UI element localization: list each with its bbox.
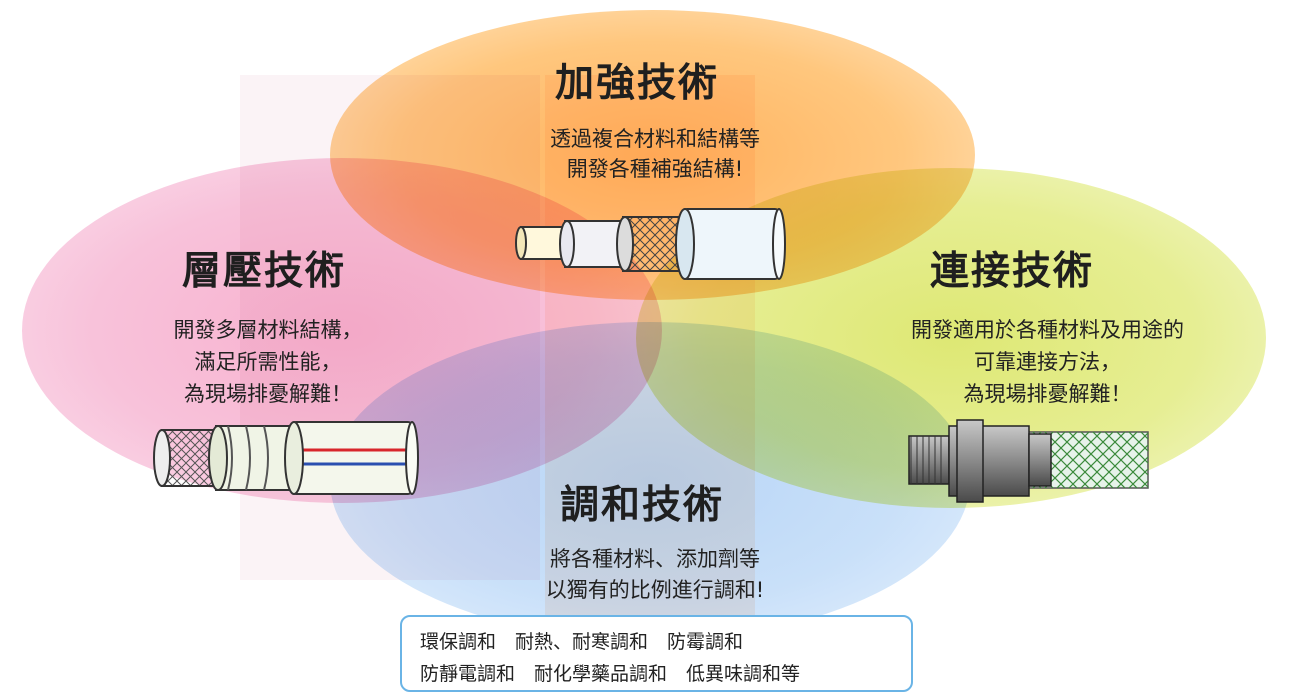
multilayer-hose-icon — [153, 421, 419, 495]
lamination-line-2: 滿足所需性能， — [194, 350, 342, 374]
reinforcement-line-2: 開發各種補強結構! — [566, 157, 744, 181]
reinforcement-title: 加強技術 — [555, 61, 720, 106]
lamination-line-1: 開發多層材料結構， — [173, 318, 363, 342]
reinforced-hose-icon — [515, 208, 786, 280]
lamination-title: 層壓技術 — [182, 249, 347, 294]
hose-fitting-icon — [908, 419, 1149, 503]
connection-line-1: 開發適用於各種材料及用途的 — [911, 318, 1184, 342]
lamination-line-3: 為現場排憂解難！ — [184, 382, 352, 406]
reinforcement-line-1: 透過複合材料和結構等 — [550, 127, 760, 151]
compounding-line-1: 將各種材料、添加劑等 — [550, 547, 760, 571]
connection-line-2: 可靠連接方法， — [974, 350, 1121, 374]
examples-line-2: 防靜電調和 耐化學藥品調和 低異味調和等 — [420, 663, 801, 685]
connection-line-3: 為現場排憂解難！ — [963, 382, 1132, 406]
compounding-examples-box: 環保調和 耐熱、耐寒調和 防霉調和 防靜電調和 耐化學藥品調和 低異味調和等 — [400, 615, 913, 692]
connection-title: 連接技術 — [930, 249, 1095, 294]
compounding-line-2: 以獨有的比例進行調和! — [545, 578, 765, 602]
examples-line-1: 環保調和 耐熱、耐寒調和 防霉調和 — [420, 631, 744, 653]
compounding-ellipse — [330, 322, 970, 640]
compounding-title: 調和技術 — [560, 483, 725, 528]
